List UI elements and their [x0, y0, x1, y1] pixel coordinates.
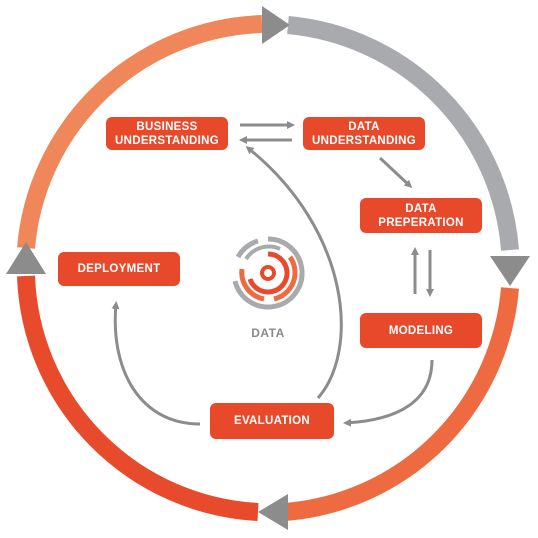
modeling-node: MODELING: [360, 313, 482, 348]
ring-arrowhead-top: [262, 6, 290, 44]
data-preparation-label: DATA PREPERATION: [378, 202, 464, 229]
data-preparation-node: DATA PREPERATION: [360, 198, 482, 233]
center-data-label: DATA: [251, 326, 285, 340]
ring-segment-top-left: [17, 15, 263, 249]
modeling-label: MODELING: [388, 324, 454, 337]
ring-arrowhead-right: [490, 256, 530, 286]
data-understanding-label: DATA UNDERSTANDING: [312, 120, 416, 147]
ring-segment-top-right: [287, 16, 519, 251]
deployment-node: DEPLOYMENT: [58, 252, 180, 286]
arrow-understanding-to-preparation: [378, 156, 413, 189]
ring-arrowhead-bottom: [258, 494, 288, 530]
ring-segment-bottom-right: [284, 287, 519, 521]
arrow-modeling-to-evaluation: [343, 359, 434, 427]
business-understanding-label: BUSINESS UNDERSTANDING: [115, 120, 219, 147]
data-icon: [232, 236, 305, 310]
inner-flow-arrows: [111, 121, 434, 427]
ring-arrowhead-left: [6, 242, 46, 274]
outer-cycle-ring: [17, 15, 519, 521]
data-understanding-node: DATA UNDERSTANDING: [303, 117, 425, 150]
business-understanding-node: BUSINESS UNDERSTANDING: [106, 117, 228, 150]
ring-segment-bottom-left: [17, 275, 259, 521]
arrow-evaluation-to-business: [245, 146, 343, 399]
arrow-evaluation-to-deployment: [111, 301, 201, 426]
evaluation-node: EVALUATION: [210, 403, 334, 439]
deployment-label: DEPLOYMENT: [77, 263, 161, 275]
evaluation-label: EVALUATION: [233, 415, 311, 427]
